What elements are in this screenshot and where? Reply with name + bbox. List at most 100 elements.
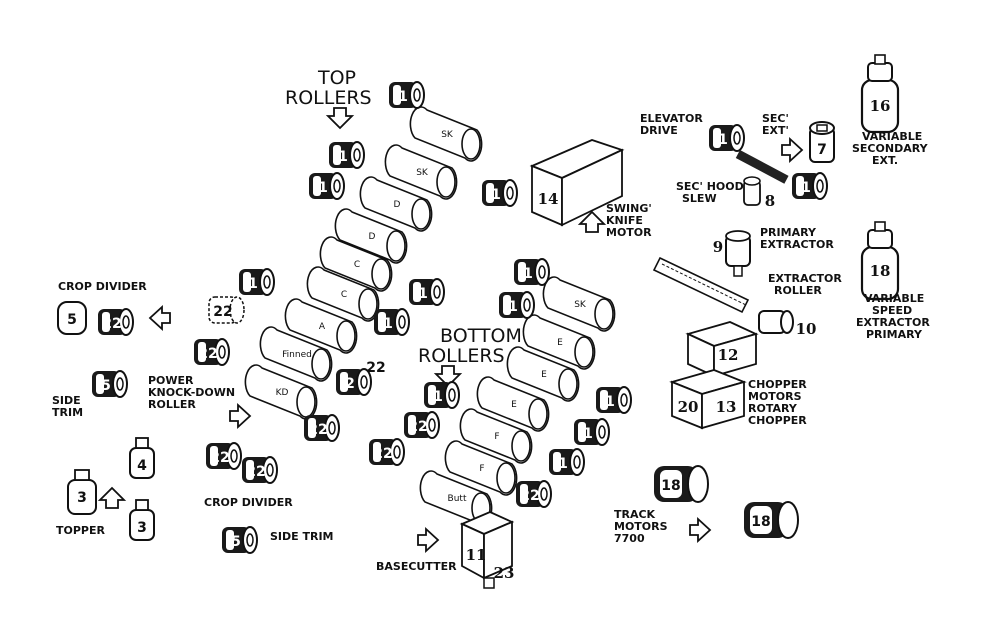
svg-text:3: 3 <box>77 490 87 506</box>
svg-text:EXT.: EXT. <box>872 154 898 167</box>
top-roller-a: A <box>284 298 358 354</box>
motor-1: 1 <box>708 124 745 152</box>
top-roller-sk-2: SK <box>384 144 458 200</box>
svg-text:7: 7 <box>817 142 827 158</box>
motor-1: 1 <box>595 386 632 414</box>
motor-1: 1 <box>548 448 585 476</box>
elevator-shaft <box>735 150 789 184</box>
top-roller-kd: KD <box>244 364 318 420</box>
motor-4: 4 <box>129 437 155 479</box>
svg-text:EXTRACTOR: EXTRACTOR <box>768 272 842 285</box>
svg-text:POWER: POWER <box>148 374 194 387</box>
top-roller-sk-1: SK <box>409 106 483 162</box>
extractor-roller <box>652 256 750 314</box>
svg-text:1: 1 <box>491 187 501 203</box>
crop-divider-arrow-icon <box>149 306 171 330</box>
sec-hood-slew-motor <box>743 176 761 206</box>
svg-text:C: C <box>341 290 347 300</box>
sec-ext-label: SEC' EXT' <box>762 112 789 137</box>
motor-2: 2 <box>335 368 372 396</box>
sec-hood-slew-label: SEC' HOOD SLEW <box>676 180 744 205</box>
bottom-rollers-label: BOTTOM ROLLERS <box>418 325 522 367</box>
primary-extractor-label: PRIMARY EXTRACTOR <box>760 226 834 251</box>
svg-text:SWING': SWING' <box>606 202 652 215</box>
top-roller-finned: Finned <box>259 326 333 382</box>
crop-divider-label-bottom: CROP DIVIDER <box>204 496 293 509</box>
svg-text:TRIM: TRIM <box>52 406 83 419</box>
svg-text:14: 14 <box>538 190 559 208</box>
primary-extractor-motor <box>725 230 751 277</box>
svg-text:22: 22 <box>246 464 265 480</box>
motor-22-dashed: 22 <box>208 296 245 324</box>
motor-1: 1 <box>328 141 365 169</box>
svg-text:PRIMARY: PRIMARY <box>866 328 923 341</box>
svg-text:KNIFE: KNIFE <box>606 214 643 227</box>
bottom-roller-e-3: E <box>476 376 550 432</box>
svg-text:VARIABLE: VARIABLE <box>864 292 924 305</box>
svg-text:SK: SK <box>574 300 587 310</box>
svg-text:ROLLER: ROLLER <box>774 284 822 297</box>
svg-text:12: 12 <box>718 346 739 364</box>
motor-3: 3 <box>67 469 97 515</box>
svg-text:22: 22 <box>102 316 121 332</box>
bottom-roller-e-1: E <box>522 314 596 370</box>
svg-text:22: 22 <box>308 422 327 438</box>
variable-secondary-ext-motor: 16 <box>860 54 900 134</box>
track-motors-arrow-icon <box>689 518 711 542</box>
svg-text:1: 1 <box>558 456 568 472</box>
svg-text:1: 1 <box>605 394 615 410</box>
crop-divider-motor-22: 5 <box>57 301 87 335</box>
motor-1: 1 <box>308 172 345 200</box>
svg-text:EXTRACTOR: EXTRACTOR <box>856 316 930 329</box>
svg-text:SLEW: SLEW <box>682 192 717 205</box>
svg-text:KD: KD <box>276 388 289 398</box>
crop-divider-label-top: CROP DIVIDER <box>58 280 147 293</box>
svg-text:CHOPPER: CHOPPER <box>748 414 807 427</box>
svg-text:11: 11 <box>466 546 487 564</box>
svg-text:5: 5 <box>101 378 111 394</box>
svg-text:1: 1 <box>508 299 518 315</box>
bottom-roller-f-2: F <box>444 440 518 496</box>
svg-text:1: 1 <box>248 276 258 292</box>
svg-text:7700: 7700 <box>614 532 645 545</box>
motor-5: 5 <box>221 526 258 554</box>
motor-22: 22 <box>368 438 405 466</box>
motor-1: 1 <box>238 268 275 296</box>
svg-text:MOTOR: MOTOR <box>606 226 652 239</box>
svg-text:1: 1 <box>433 389 443 405</box>
svg-text:E: E <box>541 370 547 380</box>
svg-text:F: F <box>494 432 499 442</box>
variable-speed-extractor-label: VARIABLE SPEED EXTRACTOR PRIMARY <box>856 292 930 341</box>
svg-text:1: 1 <box>398 89 408 105</box>
svg-text:4: 4 <box>137 458 147 474</box>
bottom-roller-f-1: F <box>459 408 533 464</box>
svg-text:1: 1 <box>318 180 328 196</box>
svg-text:22: 22 <box>373 446 392 462</box>
label-8: 8 <box>765 192 775 210</box>
crop-divider-bottom-motor-22b: 22 <box>241 456 278 484</box>
top-roller-d-1: D <box>359 176 433 232</box>
svg-text:18: 18 <box>870 262 891 280</box>
bottom-roller-e-2: E <box>506 346 580 402</box>
svg-text:ROLLERS: ROLLERS <box>418 345 505 367</box>
svg-text:KNOCK-DOWN: KNOCK-DOWN <box>148 386 235 399</box>
sec-ext-arrow-icon <box>781 138 803 162</box>
svg-text:22: 22 <box>408 419 427 435</box>
svg-text:D: D <box>369 232 376 242</box>
motor-1: 1 <box>481 179 518 207</box>
motor-1: 1 <box>573 418 610 446</box>
svg-text:SIDE: SIDE <box>52 394 81 407</box>
svg-text:20: 20 <box>678 398 699 416</box>
svg-text:22: 22 <box>210 450 229 466</box>
side-trim-label: SIDE TRIM <box>52 394 83 419</box>
svg-text:SEC' HOOD: SEC' HOOD <box>676 180 744 193</box>
topper-label: TOPPER <box>56 524 105 537</box>
svg-text:EXT': EXT' <box>762 124 789 137</box>
svg-text:D: D <box>394 200 401 210</box>
variable-secondary-ext-label: VARIABLE SECONDARY EXT. <box>852 130 929 167</box>
svg-text:ROTARY: ROTARY <box>748 402 798 415</box>
motor-22: 22 <box>193 338 230 366</box>
svg-text:16: 16 <box>870 97 891 115</box>
svg-text:1: 1 <box>338 149 348 165</box>
svg-text:EXTRACTOR: EXTRACTOR <box>760 238 834 251</box>
